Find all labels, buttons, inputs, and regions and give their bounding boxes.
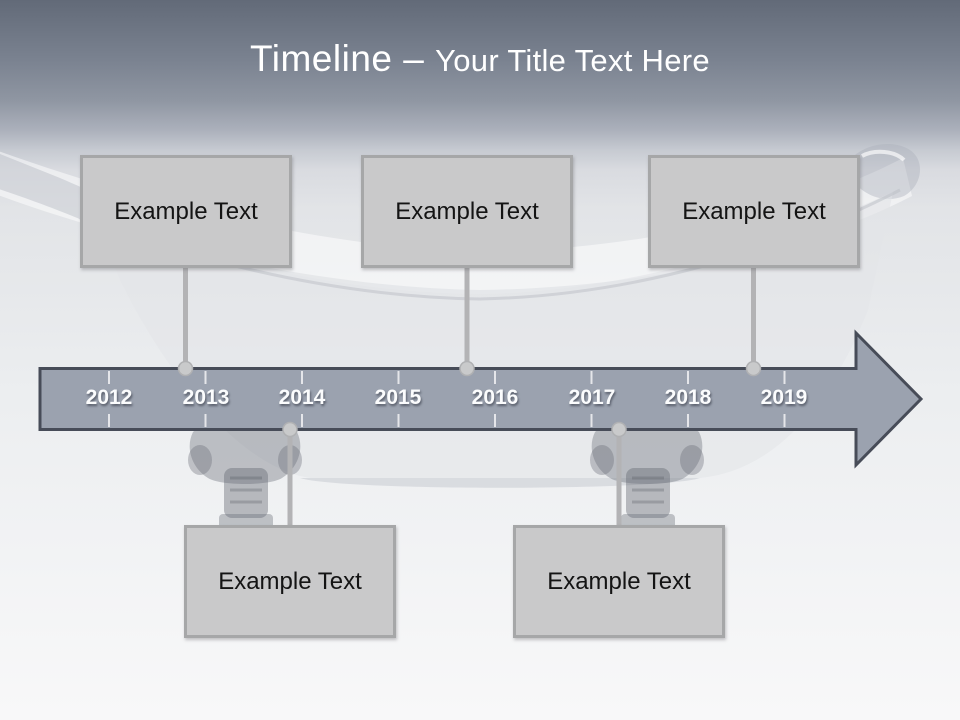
callout-box-below-1: Example Text bbox=[184, 525, 396, 638]
bathtub-underside bbox=[300, 478, 700, 488]
connector-dot bbox=[611, 421, 627, 438]
title-secondary-text: Your Title Text Here bbox=[435, 43, 710, 78]
connector-dot bbox=[177, 360, 194, 377]
callout-box-above-1: Example Text bbox=[80, 155, 292, 268]
callout-box-above-2: Example Text bbox=[361, 155, 573, 268]
rim-highlight bbox=[861, 149, 906, 162]
year-label-2014: 2014 bbox=[278, 386, 326, 409]
callout-box-above-3: Example Text bbox=[648, 155, 860, 268]
timeline-arrow-shape bbox=[38, 329, 924, 469]
title-primary-text: Timeline – bbox=[250, 38, 436, 79]
year-label-2013: 2013 bbox=[182, 386, 230, 409]
year-label-2012: 2012 bbox=[85, 386, 133, 409]
year-label-2017: 2017 bbox=[568, 386, 616, 409]
year-label-2016: 2016 bbox=[471, 386, 519, 409]
slide-title: Timeline – Your Title Text Here bbox=[0, 38, 960, 80]
connector-dot bbox=[459, 360, 475, 377]
year-label-2019: 2019 bbox=[760, 386, 808, 409]
callout-box-below-2: Example Text bbox=[513, 525, 725, 638]
connector-dot bbox=[745, 360, 762, 377]
year-label-2018: 2018 bbox=[664, 386, 712, 409]
year-label-2015: 2015 bbox=[374, 386, 422, 409]
connector-dot bbox=[282, 421, 298, 438]
claw-foot-left-icon bbox=[188, 426, 302, 530]
